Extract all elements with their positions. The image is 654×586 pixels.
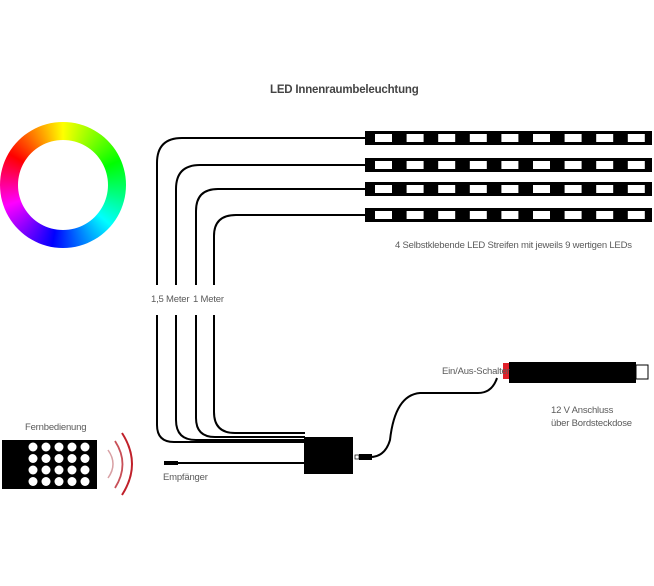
remote-button[interactable]: [54, 454, 64, 463]
remote-button[interactable]: [28, 442, 38, 452]
power-connector: [359, 454, 372, 460]
remote-button[interactable]: [41, 477, 51, 486]
remote-button[interactable]: [54, 477, 64, 486]
remote-button[interactable]: [67, 477, 77, 486]
led-strip: [365, 131, 652, 145]
power-connector-tip: [354, 454, 360, 460]
led: [375, 134, 392, 142]
led: [501, 134, 519, 142]
power-label-line1: 12 V Anschluss: [551, 405, 614, 416]
led: [533, 134, 550, 142]
led: [469, 185, 487, 193]
cable-strip-1: [156, 137, 365, 443]
led: [469, 134, 487, 142]
led-strip: [365, 182, 652, 196]
strip-cables: [156, 137, 498, 464]
remote-button[interactable]: [67, 442, 77, 452]
led: [596, 185, 614, 193]
led: [627, 134, 645, 142]
rgb-color-wheel-icon: [0, 122, 126, 248]
led: [564, 134, 582, 142]
switch-label: Ein/Aus-Schalter: [442, 366, 510, 377]
led: [533, 161, 550, 169]
led: [438, 211, 456, 219]
cable-length-long: 1,5 Meter: [151, 294, 190, 305]
diagram-title: LED Innenraumbeleuchtung: [270, 84, 419, 96]
led: [627, 185, 645, 193]
remote-button[interactable]: [41, 442, 51, 452]
remote-button[interactable]: [67, 454, 77, 463]
led: [501, 161, 519, 169]
led-strip: [365, 158, 652, 172]
led: [406, 161, 424, 169]
infrared-signal-icon: [107, 432, 133, 496]
led: [501, 211, 519, 219]
led: [627, 211, 645, 219]
remote-button[interactable]: [54, 465, 64, 475]
power-switch[interactable]: [503, 363, 509, 379]
led: [627, 161, 645, 169]
led: [438, 134, 456, 142]
receiver-sensor: [164, 461, 178, 465]
remote-button[interactable]: [80, 442, 90, 452]
remote-button[interactable]: [41, 465, 51, 475]
strips-caption: 4 Selbstklebende LED Streifen mit jeweil…: [395, 240, 632, 251]
remote-button[interactable]: [80, 465, 90, 475]
receiver-label: Empfänger: [163, 472, 208, 483]
led: [533, 185, 550, 193]
remote-button[interactable]: [28, 477, 38, 486]
led: [469, 211, 487, 219]
remote-button[interactable]: [41, 454, 51, 463]
led: [438, 161, 456, 169]
remote-label: Fernbedienung: [25, 422, 87, 433]
led: [406, 134, 424, 142]
led: [564, 185, 582, 193]
led: [406, 185, 424, 193]
led: [596, 161, 614, 169]
cable-strip-2: [175, 164, 365, 441]
led: [596, 211, 614, 219]
car-socket-plug-icon: [503, 362, 649, 383]
power-cable: [369, 377, 498, 458]
controller-box-icon: [304, 437, 353, 474]
led: [533, 211, 550, 219]
remote-button[interactable]: [54, 442, 64, 452]
remote-button[interactable]: [80, 454, 90, 463]
led-strips: [365, 131, 652, 222]
led: [375, 161, 392, 169]
led: [596, 134, 614, 142]
led: [375, 211, 392, 219]
remote-button[interactable]: [80, 477, 90, 486]
led: [375, 185, 392, 193]
led: [438, 185, 456, 193]
cable-strip-3: [195, 188, 365, 438]
cable-length-short: 1 Meter: [193, 294, 224, 305]
remote-button[interactable]: [28, 454, 38, 463]
led: [564, 161, 582, 169]
led: [501, 185, 519, 193]
led: [406, 211, 424, 219]
remote-control-icon: [2, 440, 97, 489]
power-label-line2: über Bordsteckdose: [551, 418, 632, 429]
led: [469, 161, 487, 169]
cable-strip-4: [213, 214, 365, 434]
led: [564, 211, 582, 219]
remote-button[interactable]: [28, 465, 38, 475]
remote-button[interactable]: [67, 465, 77, 475]
led-strip: [365, 208, 652, 222]
